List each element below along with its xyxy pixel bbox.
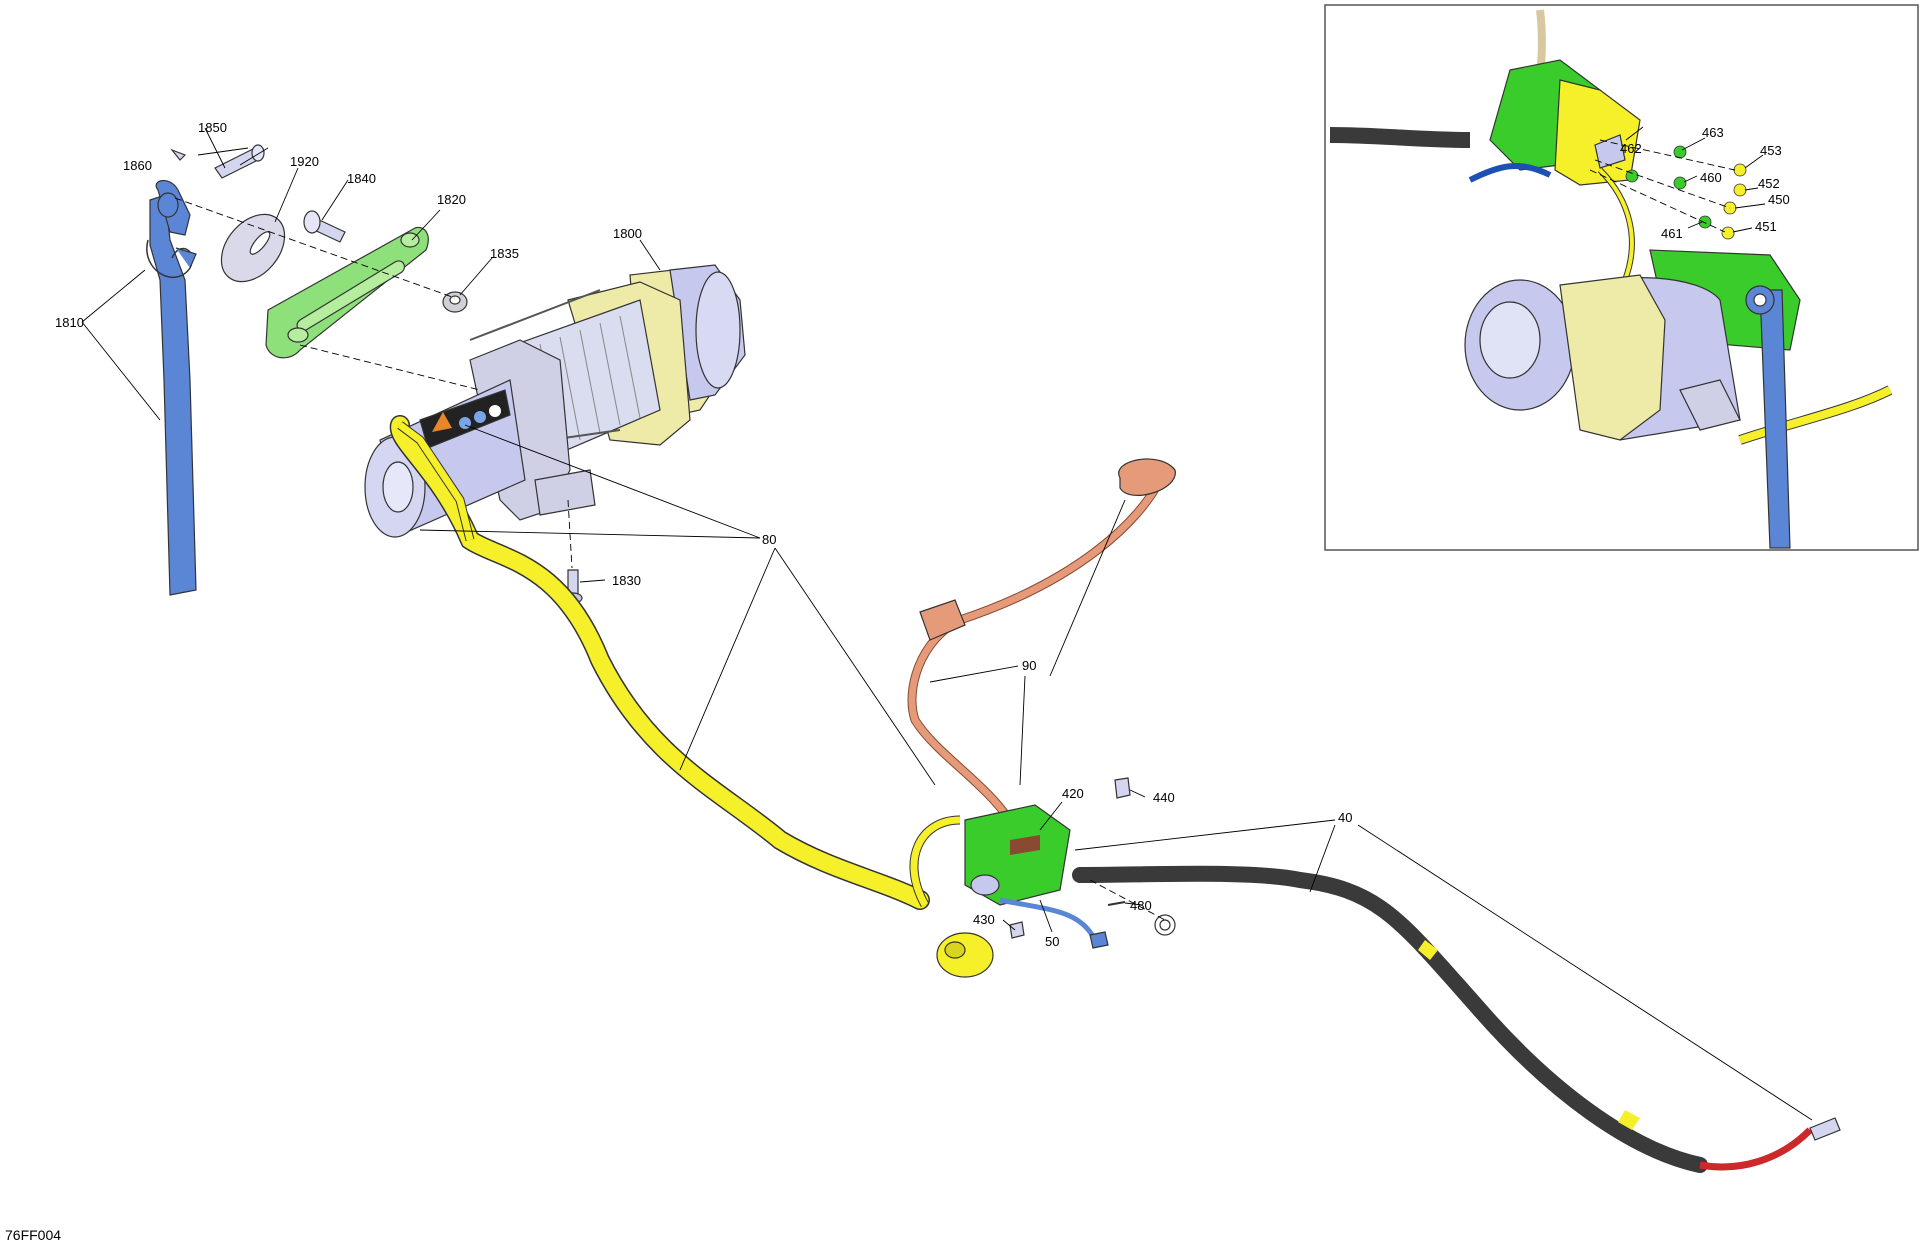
callout-480: 480 xyxy=(1130,898,1152,913)
fasteners-430-440-480 xyxy=(1009,777,1176,939)
callout-40: 40 xyxy=(1338,810,1352,825)
callout-463: 463 xyxy=(1702,125,1724,140)
callout-90: 90 xyxy=(1022,658,1036,673)
callout-50: 50 xyxy=(1045,934,1059,949)
callout-1800: 1800 xyxy=(613,226,642,241)
figure-id: 76FF004 xyxy=(5,1227,61,1243)
callout-440: 440 xyxy=(1153,790,1175,805)
leader-lines xyxy=(81,126,1813,1121)
washer-plate-1920 xyxy=(220,213,286,283)
fairlead-1820 xyxy=(265,226,429,359)
assembly-dash-lines xyxy=(174,139,1736,921)
callout-430: 430 xyxy=(973,912,995,927)
callout-453: 453 xyxy=(1760,143,1782,158)
nut-1835 xyxy=(442,291,468,313)
callout-420: 420 xyxy=(1062,786,1084,801)
hook-strap xyxy=(146,180,197,596)
callout-1860: 1860 xyxy=(123,158,152,173)
callout-1820: 1820 xyxy=(437,192,466,207)
battery-cable-40 xyxy=(1072,865,1841,1173)
callout-1840: 1840 xyxy=(347,171,376,186)
callout-452: 452 xyxy=(1758,176,1780,191)
clevis-pin-1850 xyxy=(214,144,265,179)
inset-detail-view xyxy=(1324,4,1919,551)
salmon-wire-90 xyxy=(907,458,1176,842)
callout-1850: 1850 xyxy=(198,120,227,135)
winch-assembly-1800 xyxy=(364,264,746,538)
yellow-harness-80 xyxy=(389,415,994,978)
callout-461: 461 xyxy=(1661,226,1683,241)
contactor-420 xyxy=(964,804,1109,949)
callout-1920: 1920 xyxy=(290,154,319,169)
callout-labels: 1850 1860 1920 1840 1820 1835 1800 1810 … xyxy=(5,120,1790,1243)
callout-80: 80 xyxy=(762,532,776,547)
callout-451: 451 xyxy=(1755,219,1777,234)
callout-460: 460 xyxy=(1700,170,1722,185)
cotter-pin-1860 xyxy=(170,148,187,161)
callout-450: 450 xyxy=(1768,192,1790,207)
callout-1830: 1830 xyxy=(612,573,641,588)
callout-1835: 1835 xyxy=(490,246,519,261)
bolt-1840 xyxy=(303,210,346,243)
callout-462: 462 xyxy=(1620,141,1642,156)
callout-1810: 1810 xyxy=(55,315,84,330)
